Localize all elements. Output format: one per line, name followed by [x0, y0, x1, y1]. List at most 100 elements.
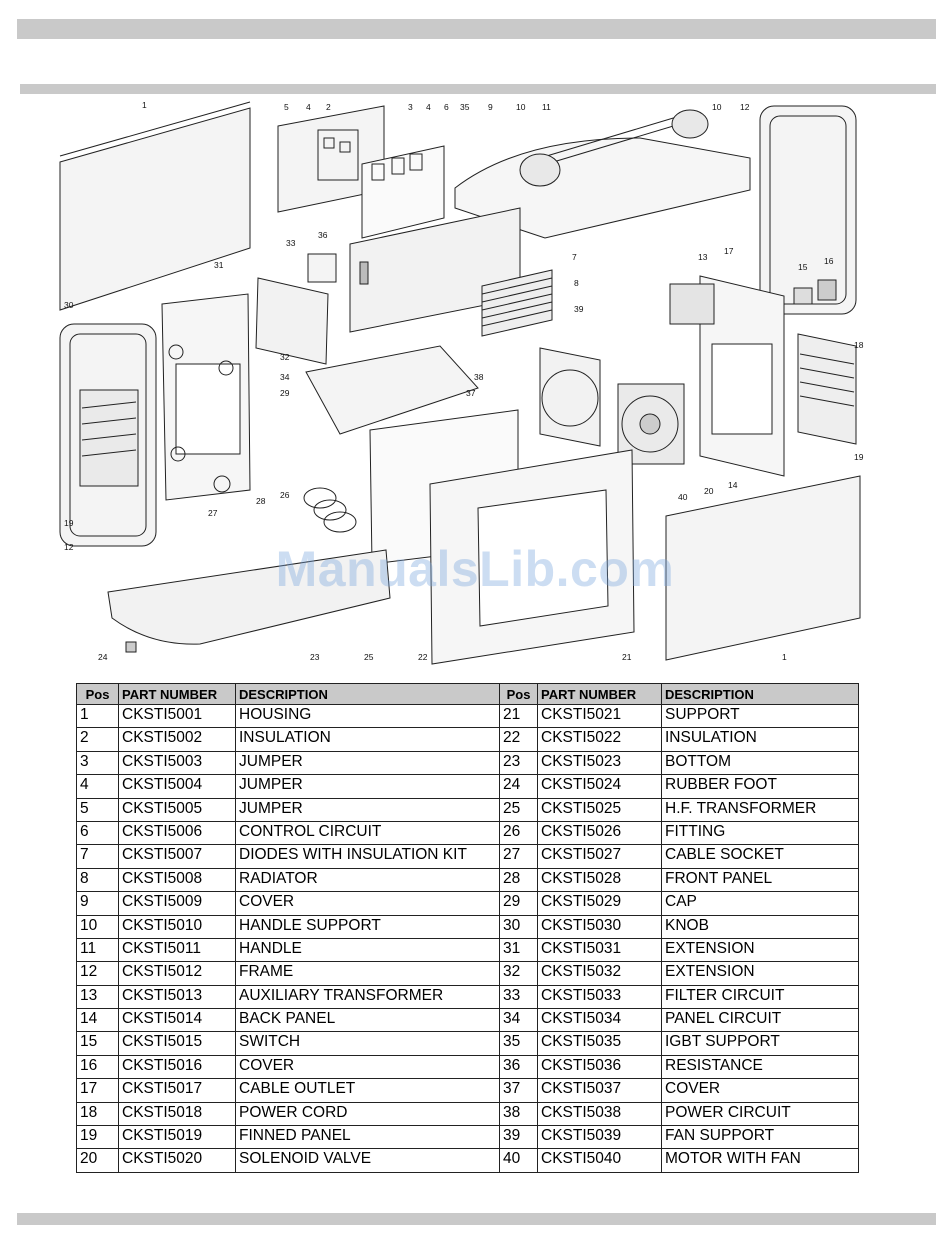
cell-pos: 29 [499, 891, 538, 916]
cell-description: FINNED PANEL [235, 1125, 500, 1150]
callout-13: 13 [698, 252, 708, 262]
callout-19: 19 [854, 452, 864, 462]
header-pos: Pos [499, 683, 538, 705]
cell-part-number: CKSTI5026 [537, 820, 662, 846]
part-housing-left [59, 101, 251, 311]
cell-description: KNOB [661, 914, 859, 939]
cell-description: RESISTANCE [661, 1054, 859, 1080]
part-front-panel [161, 293, 251, 501]
cell-description: COVER [235, 891, 500, 916]
cell-pos: 4 [76, 774, 119, 799]
cell-pos: 12 [76, 961, 119, 986]
cell-description: COVER [235, 1054, 500, 1080]
part-switch [793, 287, 813, 305]
cell-description: RUBBER FOOT [661, 774, 859, 799]
cell-pos: 8 [76, 867, 119, 893]
callout-18: 18 [854, 340, 864, 350]
cell-description: RADIATOR [235, 867, 500, 893]
cell-part-number: CKSTI5019 [118, 1125, 236, 1150]
callout-1: 1 [782, 652, 787, 662]
cell-description: INSULATION [661, 727, 859, 752]
cell-description: AUXILIARY TRANSFORMER [235, 984, 500, 1010]
part-fan-support [539, 347, 601, 447]
part-support-panel [429, 449, 635, 665]
cell-part-number: CKSTI5009 [118, 891, 236, 916]
cell-part-number: CKSTI5039 [537, 1125, 662, 1150]
callout-12: 12 [64, 542, 74, 552]
cell-pos: 24 [499, 774, 538, 799]
cell-pos: 28 [499, 867, 538, 893]
cell-part-number: CKSTI5028 [537, 867, 662, 893]
callout-15: 15 [798, 262, 808, 272]
cell-part-number: CKSTI5025 [537, 797, 662, 822]
cell-part-number: CKSTI5038 [537, 1101, 662, 1127]
cell-pos: 18 [76, 1101, 119, 1127]
header-pos: Pos [76, 683, 119, 705]
cell-part-number: CKSTI5008 [118, 867, 236, 893]
cell-pos: 38 [499, 1101, 538, 1127]
cell-description: MOTOR WITH FAN [661, 1148, 859, 1173]
callout-33: 33 [286, 238, 296, 248]
cell-part-number: CKSTI5037 [537, 1078, 662, 1103]
callout-35: 35 [460, 102, 470, 112]
cell-pos: 5 [76, 797, 119, 822]
part-housing-right [665, 475, 861, 661]
cell-pos: 40 [499, 1148, 538, 1173]
cell-pos: 2 [76, 727, 119, 752]
cell-description: CONTROL CIRCUIT [235, 820, 500, 846]
callout-32: 32 [280, 352, 290, 362]
cell-description: EXTENSION [661, 937, 859, 963]
cell-pos: 35 [499, 1031, 538, 1056]
cell-pos: 9 [76, 891, 119, 916]
cell-part-number: CKSTI5022 [537, 727, 662, 752]
cell-description: JUMPER [235, 750, 500, 776]
callout-4: 4 [426, 102, 431, 112]
cell-pos: 3 [76, 750, 119, 776]
callout-19: 19 [64, 518, 74, 528]
cell-description: HANDLE [235, 937, 500, 963]
cell-pos: 34 [499, 1008, 538, 1033]
callout-31: 31 [214, 260, 224, 270]
cell-pos: 20 [76, 1148, 119, 1173]
callout-11: 11 [542, 102, 551, 112]
cell-description: SUPPORT [661, 703, 859, 729]
part-radiator [481, 269, 553, 337]
part-finned-panel-right [797, 333, 857, 445]
callout-7: 7 [572, 252, 577, 262]
header-bar [17, 19, 936, 39]
cell-description: COVER [661, 1078, 859, 1103]
cell-part-number: CKSTI5003 [118, 750, 236, 776]
cell-description: H.F. TRANSFORMER [661, 797, 859, 822]
callout-38: 38 [474, 372, 484, 382]
cell-description: CABLE OUTLET [235, 1078, 500, 1103]
header-part-number: PART NUMBER [118, 683, 236, 705]
part-switch-cover [817, 279, 837, 301]
callout-37: 37 [466, 388, 476, 398]
cell-part-number: CKSTI5018 [118, 1101, 236, 1127]
cell-part-number: CKSTI5014 [118, 1008, 236, 1033]
cell-description: PANEL CIRCUIT [661, 1008, 859, 1033]
callout-5: 5 [284, 102, 289, 112]
cell-pos: 26 [499, 820, 538, 846]
callout-29: 29 [280, 388, 290, 398]
cell-pos: 22 [499, 727, 538, 752]
callout-27: 27 [208, 508, 218, 518]
watermark: ManualsLib.com [275, 541, 675, 597]
parts-list-table: Pos PART NUMBER DESCRIPTION Pos PART NUM… [76, 683, 859, 1173]
cell-part-number: CKSTI5004 [118, 774, 236, 799]
cell-part-number: CKSTI5011 [118, 937, 236, 963]
cell-part-number: CKSTI5034 [537, 1008, 662, 1033]
callout-1: 1 [142, 100, 147, 110]
callout-28: 28 [256, 496, 266, 506]
